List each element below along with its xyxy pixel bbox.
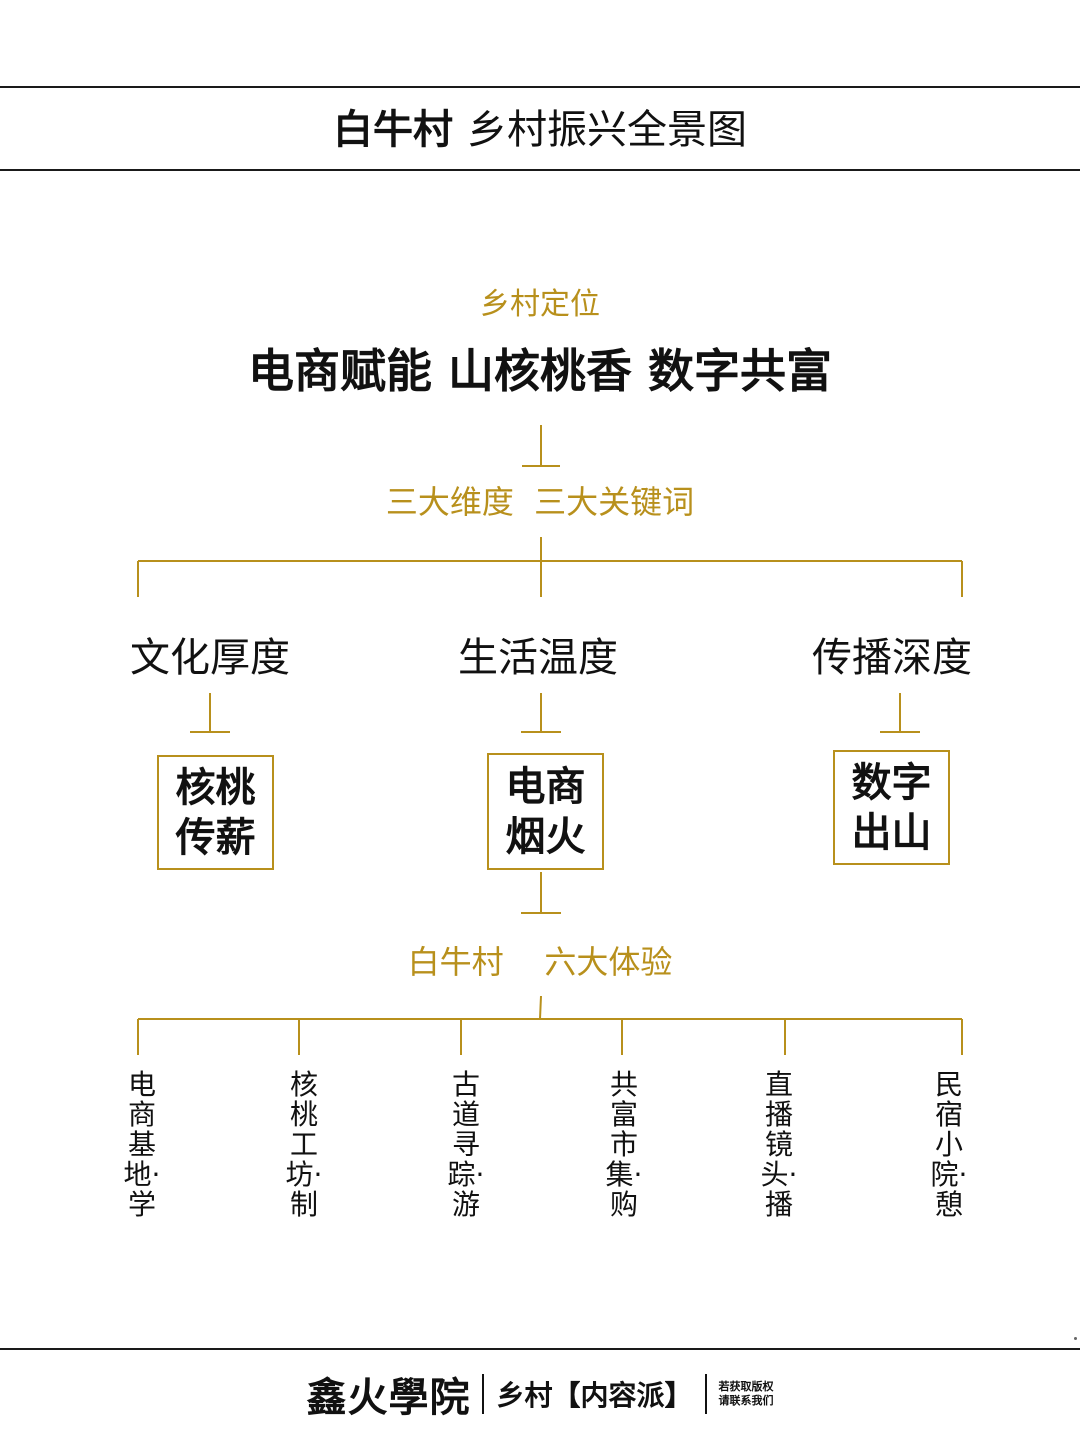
dimension-communication: 传播深度 — [812, 635, 972, 681]
connector-exp-tick — [539, 995, 542, 1020]
header-bottom-rule — [0, 169, 1080, 171]
header-top-rule — [0, 86, 1080, 88]
keyword-line: 出山 — [851, 809, 932, 856]
positioning-label: 乡村定位 — [480, 287, 600, 322]
keyword-box-ecommerce: 电商 烟火 — [487, 753, 604, 870]
experience-6: 民 宿 小 院· 憩 — [930, 1068, 968, 1221]
dimension-life: 生活温度 — [458, 635, 618, 681]
footer-subtitle: 乡村【内容派】 — [496, 1379, 693, 1412]
decorative-dot — [1074, 1337, 1077, 1340]
footer: 鑫火學院 乡村【内容派】 若获取版权 请联系我们 — [0, 1362, 1080, 1426]
footer-brand: 鑫火學院 — [306, 1374, 471, 1421]
keyword-line: 烟火 — [505, 813, 586, 860]
footer-note-line: 若获取版权 — [718, 1380, 774, 1393]
experience-3: 古 道 寻 踪· 游 — [447, 1068, 485, 1221]
keyword-line: 传薪 — [175, 814, 256, 861]
page-title: 白牛村乡村振兴全景图 — [0, 100, 1080, 160]
experience-4: 共 富 市 集· 购 — [605, 1068, 643, 1221]
footer-separator — [704, 1374, 707, 1414]
experiences-label: 白牛村 六大体验 — [407, 943, 673, 981]
keyword-line: 核桃 — [175, 764, 256, 811]
experience-5: 直 播 镜 头· 播 — [760, 1068, 798, 1221]
experience-2: 核 桃 工 坊· 制 — [285, 1068, 323, 1221]
keyword-box-digital: 数字 出山 — [833, 750, 950, 865]
page-title-village: 白牛村 — [333, 107, 453, 153]
keyword-line: 电商 — [505, 763, 586, 810]
keyword-box-walnut: 核桃 传薪 — [157, 755, 274, 870]
positioning-slogan: 电商赋能 山核桃香 数字共富 — [247, 344, 833, 398]
footer-copyright-note: 若获取版权 请联系我们 — [719, 1380, 774, 1408]
dimensions-label: 三大维度 三大关键词 — [385, 483, 695, 521]
experience-1: 电 商 基 地· 学 — [123, 1068, 161, 1221]
keyword-line: 数字 — [851, 759, 932, 806]
dimension-culture: 文化厚度 — [130, 635, 290, 681]
footer-top-rule — [0, 1348, 1080, 1350]
footer-note-line: 请联系我们 — [718, 1394, 774, 1407]
page-title-subject: 乡村振兴全景图 — [467, 107, 747, 153]
footer-separator — [482, 1374, 485, 1414]
